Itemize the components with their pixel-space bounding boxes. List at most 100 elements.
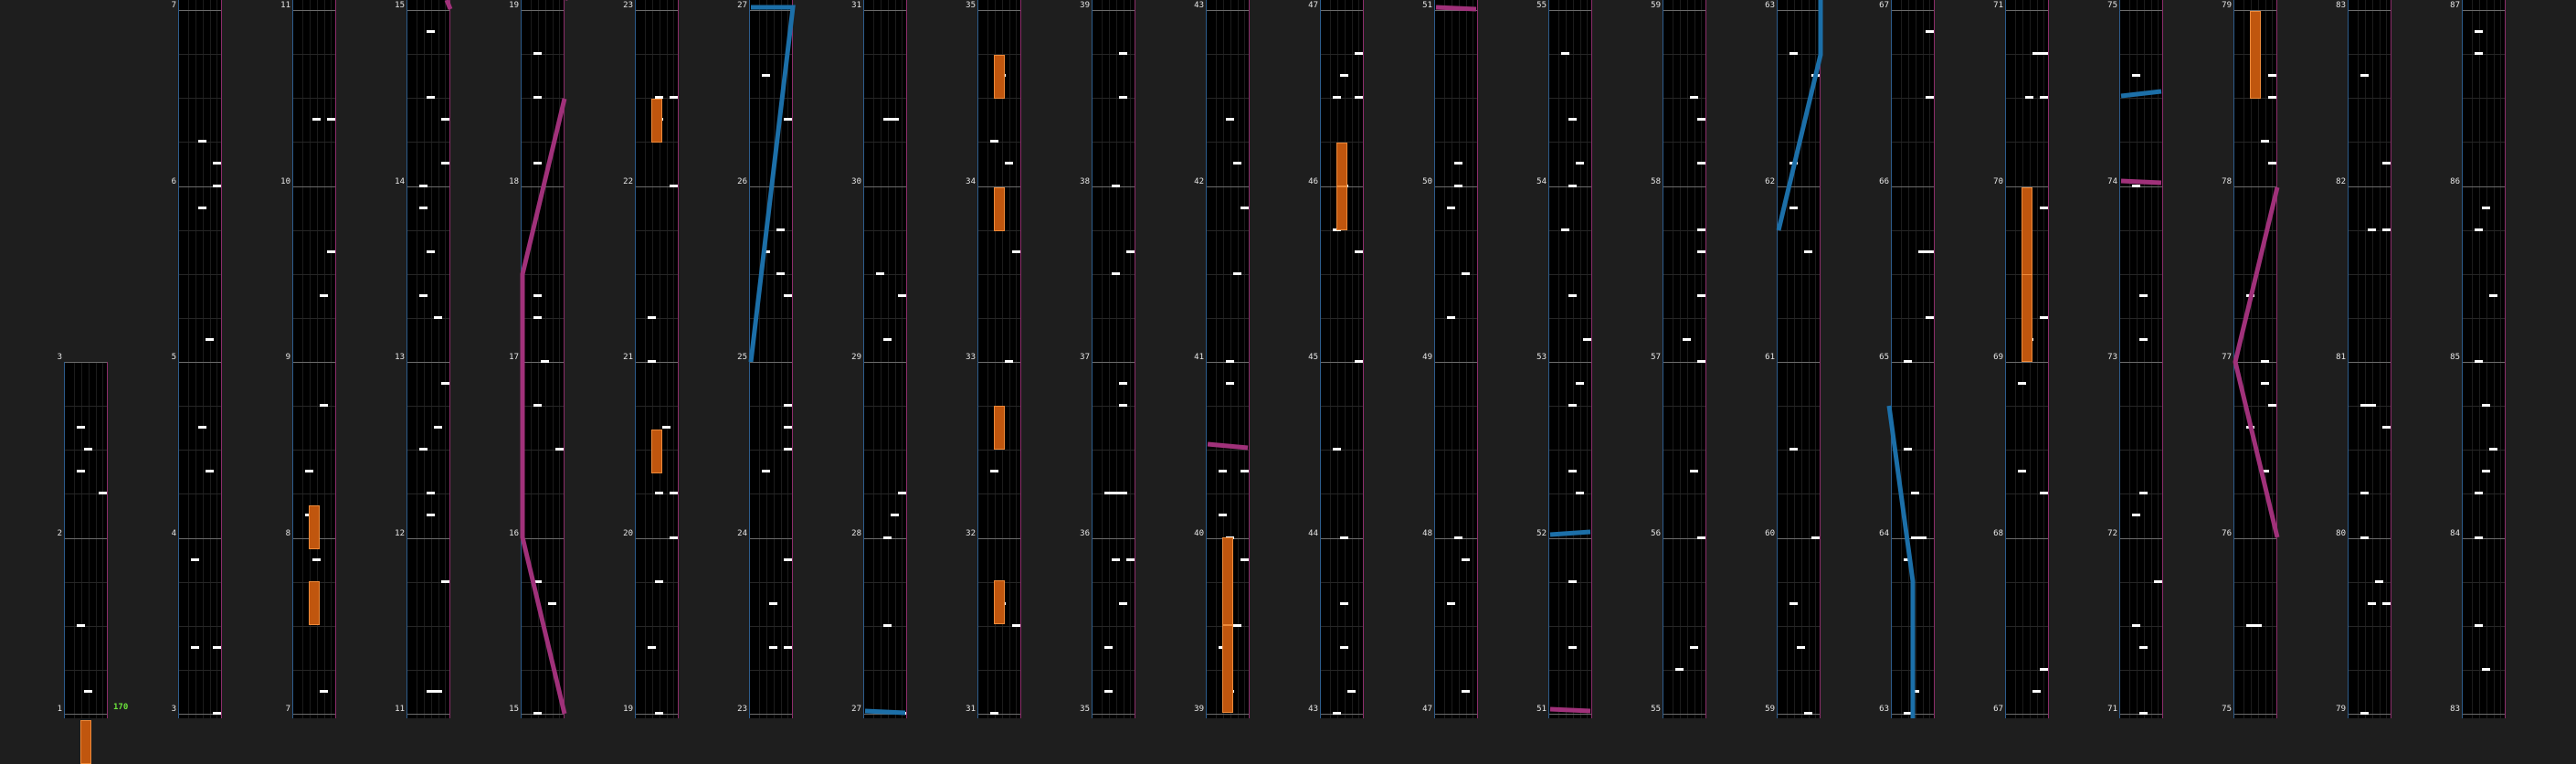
measure-number: 76 [2222,528,2232,538]
note [434,315,442,319]
measure-number: 79 [2336,705,2346,714]
measure-number: 27 [851,705,861,714]
measure-line [2463,537,2505,539]
lane-divider [302,0,303,718]
lane-divider [673,0,674,718]
note [198,206,206,209]
measure-number: 64 [1879,528,1889,538]
note [427,514,435,517]
beat-line [522,493,564,495]
measure-number: 1 [57,705,62,714]
measure-number: 52 [1536,528,1547,538]
note [548,601,556,605]
note [441,162,449,165]
lane-divider [553,0,554,718]
measure-line [2120,537,2162,539]
note [1119,601,1127,605]
beat-line [1549,273,1591,275]
note [1340,74,1348,78]
beat-line [65,493,107,495]
note [662,426,670,430]
beat-line [2349,273,2391,275]
beat-line [1778,98,1820,100]
measure-line [2120,10,2162,11]
measure-number: 72 [2107,528,2117,538]
note [99,492,107,495]
note [1240,470,1249,473]
beat-line [2463,142,2505,143]
measure-line [2349,714,2391,715]
note [2482,206,2490,209]
beat-line [1778,229,1820,231]
note [2268,96,2276,100]
note [1904,360,1912,363]
beat-line [1093,625,1135,627]
beat-line [2234,317,2276,319]
beat-line [636,669,678,671]
measure-number: 60 [1765,528,1775,538]
beat-line [2120,54,2162,56]
note [1005,162,1013,165]
measure-line [750,714,792,715]
measure-line [1093,714,1135,715]
note [655,492,663,495]
note [1918,536,1927,539]
beat-line [636,625,678,627]
note [769,645,777,649]
beat-line [522,229,564,231]
note [2040,315,2048,319]
measure-line [1778,186,1820,187]
beat-line [750,273,792,275]
note [1005,360,1013,363]
measure-line [864,186,906,187]
beat-line [2006,669,2048,671]
note [1561,228,1569,231]
note [2382,601,2391,605]
long-note [994,55,1005,99]
beat-line [2120,406,2162,408]
lane-divider [1923,0,1924,718]
note [2032,689,2041,693]
beat-line [2120,98,2162,100]
measure-number: 44 [1308,528,1318,538]
lane-divider [2043,0,2044,718]
lane-divider [438,0,439,718]
measure-line [293,10,335,11]
note [2475,623,2483,627]
beat-line [750,98,792,100]
note [1811,536,1820,539]
beat-line [2349,581,2391,583]
measure-number: 63 [1765,1,1775,10]
measure-line [2006,186,2048,187]
measure-number: 71 [1993,1,2003,10]
beat-line [2349,493,2391,495]
note [891,118,899,122]
long-note [1336,143,1347,186]
note [191,557,199,561]
measure-number: 53 [1536,353,1547,362]
long-note [1222,625,1233,713]
magenta-graph-line [1549,706,1591,714]
beat-line [864,273,906,275]
beat-line [522,406,564,408]
measure-line [1549,714,1591,715]
lane-divider [2494,0,2495,718]
measure-line [1892,186,1934,187]
lane-divider [424,0,425,718]
measure-line [2234,10,2276,11]
beat-line [864,229,906,231]
measure-number: 34 [966,176,976,186]
measure-number: 39 [1194,705,1204,714]
beat-line [1892,142,1934,143]
lane-divider [652,0,653,718]
note [1804,249,1812,253]
note [191,645,199,649]
note [762,74,770,78]
measure-line [1207,714,1249,715]
measure-line [293,186,335,187]
lane-divider [2500,0,2501,718]
note [2040,206,2048,209]
note [2040,492,2048,495]
note [2040,96,2048,100]
measure-line [407,714,449,715]
